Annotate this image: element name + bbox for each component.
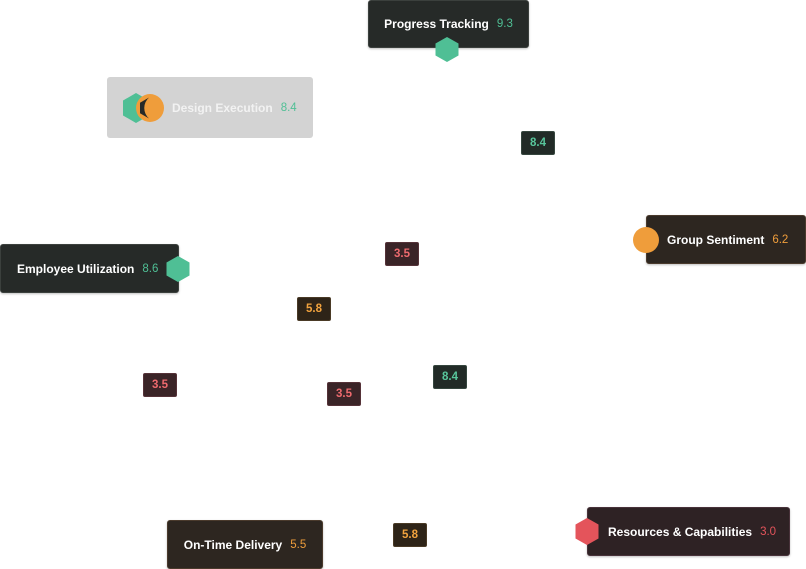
circle-icon	[633, 227, 659, 253]
node-score: 8.4	[280, 101, 297, 114]
node-employee-utilization[interactable]: Employee Utilization 8.6	[0, 244, 179, 293]
node-score: 9.3	[496, 18, 513, 30]
hexagon-icon	[435, 37, 459, 62]
score-badge[interactable]: 8.4	[521, 131, 555, 155]
node-label: Group Sentiment	[667, 232, 765, 247]
node-on-time-delivery[interactable]: On-Time Delivery 5.5	[167, 520, 323, 569]
node-label: Design Execution	[172, 100, 273, 115]
hexagon-circle-icon	[123, 93, 164, 123]
score-badge[interactable]: 8.4	[433, 365, 467, 389]
node-design-execution[interactable]: Design Execution 8.4	[107, 77, 313, 138]
node-label: Employee Utilization	[17, 261, 135, 276]
hexagon-icon	[575, 518, 599, 545]
node-score: 8.6	[142, 262, 159, 275]
node-label: Progress Tracking	[384, 17, 489, 31]
score-badge[interactable]: 5.8	[297, 297, 331, 321]
node-resources-capabilities[interactable]: Resources & Capabilities 3.0	[587, 507, 790, 556]
node-label: Resources & Capabilities	[608, 524, 753, 539]
score-badge[interactable]: 3.5	[143, 373, 177, 397]
node-score: 5.5	[290, 538, 307, 551]
hexagon-icon	[166, 256, 190, 282]
node-label: On-Time Delivery	[183, 537, 283, 552]
node-score: 6.2	[772, 233, 789, 246]
score-badge[interactable]: 3.5	[385, 242, 419, 266]
score-badge[interactable]: 3.5	[327, 382, 361, 406]
node-score: 3.0	[760, 525, 777, 538]
score-badge[interactable]: 5.8	[393, 523, 427, 547]
node-group-sentiment[interactable]: Group Sentiment 6.2	[646, 215, 806, 264]
